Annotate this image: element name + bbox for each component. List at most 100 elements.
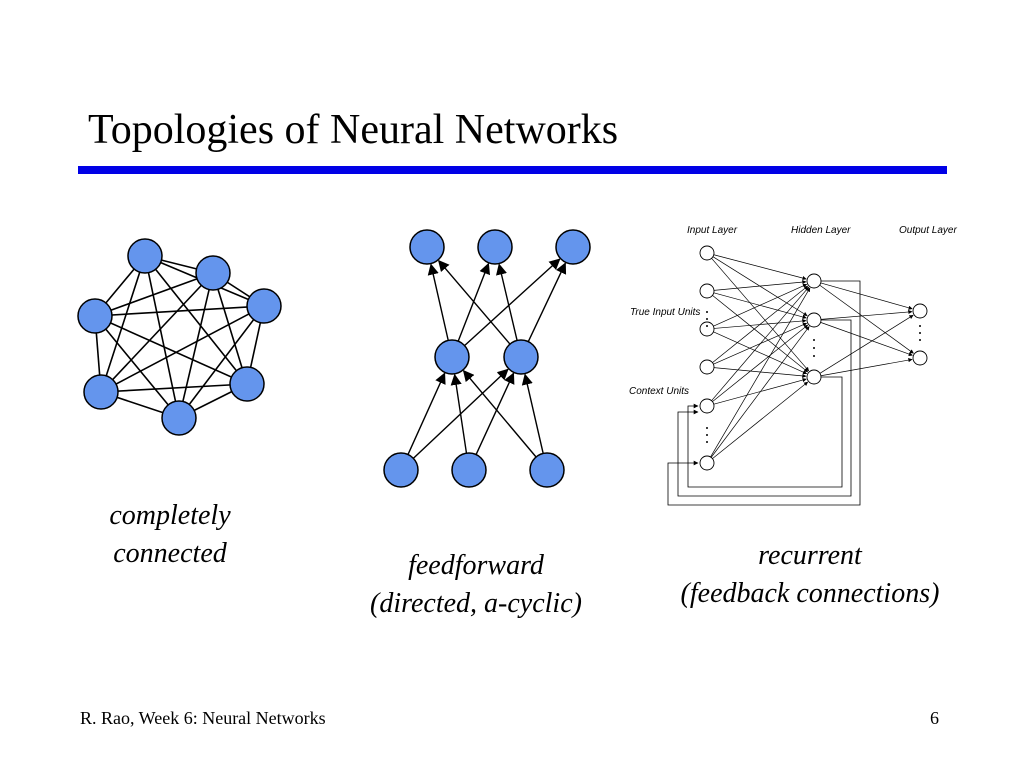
feedback-loop: [667, 280, 861, 506]
edge: [100, 272, 214, 393]
caption-completely-connected: completely connected: [70, 497, 270, 573]
connection: [712, 295, 809, 373]
connection: [710, 326, 810, 458]
node: [477, 229, 513, 265]
connection: [711, 286, 810, 401]
node: [434, 339, 470, 375]
ellipsis-dot: [919, 339, 921, 341]
feedback-loop: [677, 319, 852, 497]
context-units-label: Context Units: [629, 386, 689, 397]
caption-line: completely: [109, 500, 231, 531]
arrow-edge: [450, 373, 468, 455]
feedforward-diagram: [383, 229, 591, 488]
ellipsis-dot: [919, 325, 921, 327]
arrow-edge: [427, 263, 450, 342]
ellipsis-dot: [706, 311, 708, 313]
output-layer-label: Output Layer: [899, 225, 957, 236]
true-input-units-label: True Input Units: [630, 307, 700, 318]
edge: [100, 383, 248, 393]
unit: [699, 321, 715, 337]
connection: [820, 309, 913, 320]
ellipsis-dot: [706, 427, 708, 429]
edge: [94, 305, 265, 317]
edge: [100, 255, 146, 393]
node: [229, 366, 265, 402]
page-number: 6: [930, 708, 939, 728]
edge: [94, 272, 214, 317]
arrow-edge: [437, 259, 512, 346]
caption-line: connected: [113, 538, 227, 569]
arrow-edge: [406, 372, 446, 456]
edge: [144, 255, 248, 385]
connection: [819, 284, 914, 354]
arrow-edge: [463, 258, 561, 347]
connection: [820, 322, 913, 357]
connection: [820, 282, 913, 310]
arrow-edge: [475, 372, 515, 456]
connection: [712, 324, 809, 402]
unit: [699, 359, 715, 375]
unit: [806, 369, 822, 385]
node: [246, 288, 282, 324]
unit: [806, 312, 822, 328]
footer-author: R. Rao, Week 6: Neural Networks: [80, 708, 326, 728]
edge: [212, 272, 248, 385]
arrow-edge: [462, 369, 538, 459]
connection: [712, 285, 809, 363]
edge: [94, 315, 180, 419]
ellipsis-dot: [813, 347, 815, 349]
arrow-edge: [457, 262, 490, 343]
node: [383, 452, 419, 488]
completely-connected-diagram: [77, 238, 282, 436]
slide-title: Topologies of Neural Networks: [88, 107, 619, 153]
unit: [699, 283, 715, 299]
edge: [178, 272, 214, 419]
caption-line: recurrent: [758, 540, 862, 571]
title-rule: [78, 166, 947, 174]
ellipsis-dot: [706, 325, 708, 327]
connection: [711, 258, 810, 372]
edge: [178, 305, 265, 419]
node: [529, 452, 565, 488]
feedback-loop: [687, 376, 843, 488]
recurrent-diagram: Input Layer Hidden Layer Output Layer Tr…: [629, 225, 957, 506]
caption-feedforward: feedforward (directed, a-cyclic): [326, 547, 626, 623]
ellipsis-dot: [919, 332, 921, 334]
node: [409, 229, 445, 265]
node: [77, 298, 113, 334]
hidden-layer-label: Hidden Layer: [791, 225, 851, 236]
ellipsis-dot: [813, 339, 815, 341]
input-layer-label: Input Layer: [687, 225, 738, 236]
unit: [806, 273, 822, 289]
unit: [912, 303, 928, 319]
connection: [713, 280, 807, 291]
edge: [94, 315, 248, 385]
node: [83, 374, 119, 410]
caption-recurrent: recurrent (feedback connections): [630, 537, 990, 613]
unit: [699, 398, 715, 414]
connection: [713, 367, 807, 378]
connection: [713, 254, 807, 281]
connection: [713, 331, 808, 375]
arrow-edge: [496, 263, 519, 342]
ellipsis-dot: [706, 441, 708, 443]
unit: [912, 350, 928, 366]
node: [503, 339, 539, 375]
connection: [713, 283, 808, 327]
edge: [144, 255, 180, 419]
connection: [710, 287, 811, 458]
ellipsis-dot: [706, 318, 708, 320]
arrow-edge: [521, 373, 545, 455]
node: [127, 238, 163, 274]
edge: [100, 305, 265, 393]
caption-line: (feedback connections): [680, 578, 940, 609]
unit: [699, 455, 715, 471]
node: [195, 255, 231, 291]
node: [451, 452, 487, 488]
connection: [712, 381, 809, 459]
caption-line: feedforward: [408, 550, 544, 581]
caption-line: (directed, a-cyclic): [370, 588, 582, 619]
unit: [699, 245, 715, 261]
ellipsis-dot: [813, 355, 815, 357]
